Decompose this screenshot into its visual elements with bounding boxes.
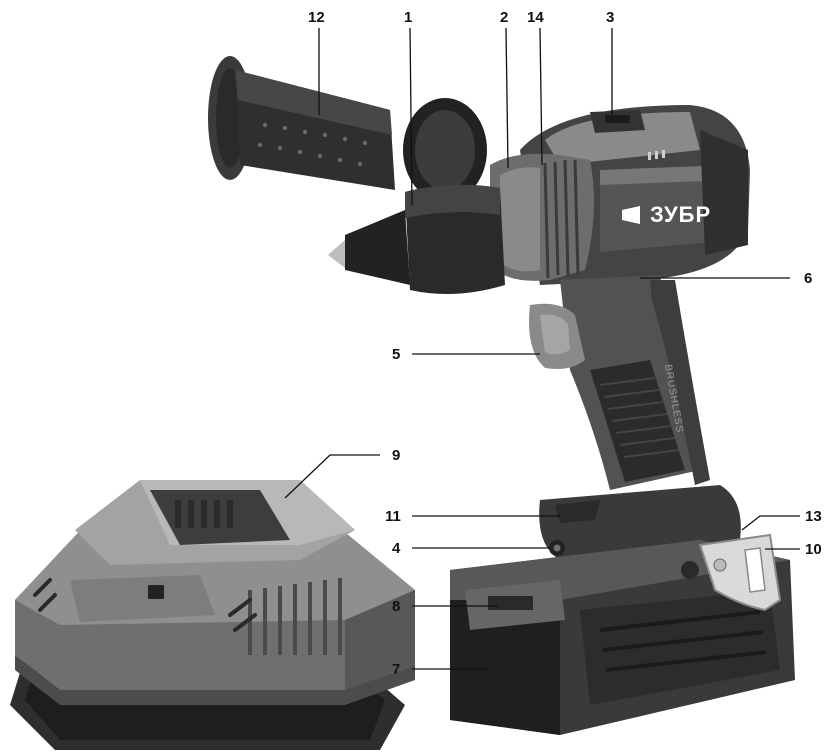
- callout-2: 2: [500, 9, 508, 26]
- callout-5: 5: [392, 346, 400, 363]
- callout-3: 3: [606, 9, 614, 26]
- callout-9: 9: [392, 447, 400, 464]
- callout-7: 7: [392, 661, 400, 678]
- charger: [10, 480, 415, 750]
- drill: ЗУБР BRUSHLESS: [328, 105, 795, 735]
- callouts: 12 1 2 14 3 6 5 9 11 4 8 7 13 10: [284, 9, 822, 678]
- callout-11: 11: [385, 508, 401, 525]
- callout-14: 14: [527, 9, 544, 26]
- auxiliary-handle: [208, 56, 487, 202]
- brand-logo: ЗУБР: [650, 202, 711, 227]
- callout-12: 12: [308, 9, 325, 26]
- callout-4: 4: [392, 540, 401, 557]
- callout-13: 13: [805, 508, 822, 525]
- callout-8: 8: [392, 598, 400, 615]
- callout-10: 10: [805, 541, 822, 558]
- callout-1: 1: [404, 9, 412, 26]
- callout-6: 6: [804, 270, 812, 287]
